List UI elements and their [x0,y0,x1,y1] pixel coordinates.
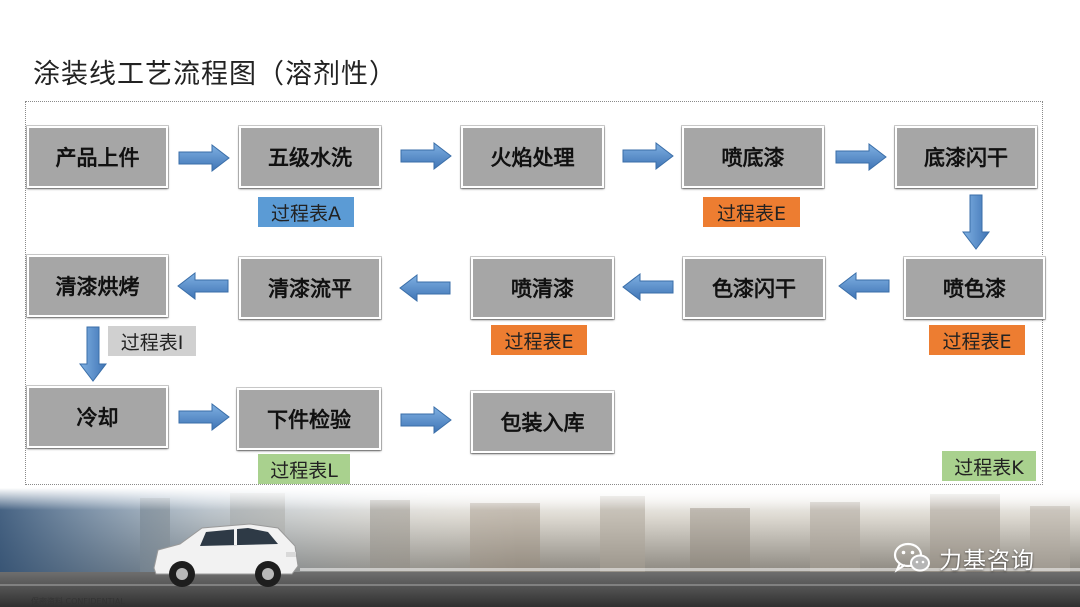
brand-name: 力基咨询 [939,548,1035,574]
step-basecoat-flash: 色漆闪干 [683,257,825,319]
tag-process-sheet-l: 过程表L [258,454,350,484]
arrow-down-icon [962,194,990,250]
step-primer-flash: 底漆闪干 [895,126,1037,188]
page-title: 涂装线工艺流程图（溶剂性） [33,59,397,90]
step-clearcoat-bake: 清漆烘烤 [27,255,168,317]
tag-process-sheet-i: 过程表I [108,326,196,356]
step-spray-clearcoat: 喷清漆 [471,257,614,319]
tag-process-sheet-k: 过程表K [942,451,1036,481]
step-clearcoat-leveling: 清漆流平 [239,257,381,319]
step-pack-storage: 包装入库 [471,391,614,453]
arrow-right-icon [835,143,887,171]
arrow-left-icon [177,272,229,300]
tag-process-sheet-a: 过程表A [258,197,354,227]
arrow-left-icon [622,273,674,301]
tag-process-sheet-e-clearcoat: 过程表E [491,325,587,355]
arrow-right-icon [400,406,452,434]
wechat-icon [893,542,930,573]
confidential-label: 保密资料 CONFIDENTIAL [31,597,125,606]
arrow-right-icon [178,144,230,172]
step-five-stage-wash: 五级水洗 [239,126,381,188]
step-spray-basecoat: 喷色漆 [904,257,1045,319]
brand-logo: 力基咨询 [893,540,1035,576]
arrow-down-icon [79,326,107,382]
step-flame-treatment: 火焰处理 [461,126,604,188]
step-unload-inspection: 下件检验 [237,388,381,450]
arrow-right-icon [400,142,452,170]
arrow-right-icon [622,142,674,170]
tag-process-sheet-e-primer: 过程表E [703,197,800,227]
step-product-loading: 产品上件 [27,126,168,188]
arrow-right-icon [178,403,230,431]
step-spray-primer: 喷底漆 [682,126,824,188]
car-background-banner [0,488,1080,607]
arrow-left-icon [838,272,890,300]
tag-process-sheet-e-basecoat: 过程表E [929,325,1025,355]
step-cooling: 冷却 [27,386,168,448]
arrow-left-icon [399,274,451,302]
